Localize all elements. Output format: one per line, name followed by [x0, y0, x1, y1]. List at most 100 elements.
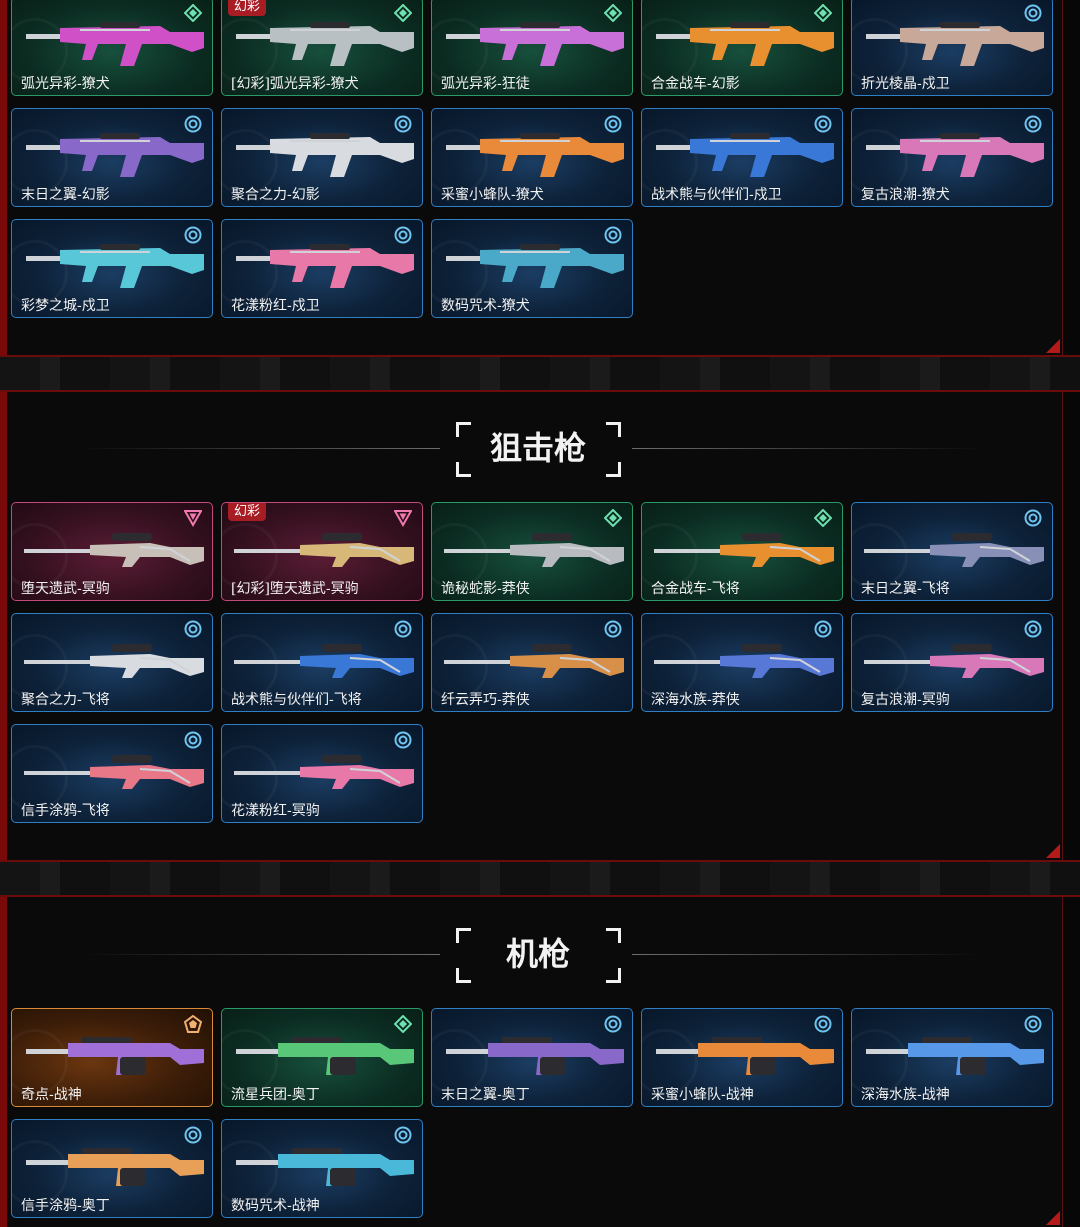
weapon-skin-name: 信手涂鸦-奥丁: [21, 1198, 110, 1214]
circle-tier-icon: [604, 115, 622, 133]
weapon-skin-name: 采蜜小蜂队-獠犬: [441, 187, 544, 203]
weapon-skin-card[interactable]: 合金战车-飞将: [641, 502, 843, 601]
weapon-skin-card[interactable]: 奇点-战神: [11, 1008, 213, 1107]
circle-tier-icon: [394, 115, 412, 133]
weapon-skin-card[interactable]: 深海水族-战神: [851, 1008, 1053, 1107]
title-bracket: [456, 968, 471, 983]
weapon-skin-card[interactable]: 花漾粉红-冥驹: [221, 724, 423, 823]
weapon-skin-icon: [26, 22, 204, 66]
card-watermark: [222, 523, 278, 589]
weapon-skin-card[interactable]: 复古浪潮-獠犬: [851, 108, 1053, 207]
circle-tier-icon: [184, 226, 202, 244]
title-bracket: [606, 422, 621, 437]
title-rule: [80, 448, 440, 449]
title-bracket: [606, 928, 621, 943]
weapon-skin-name: [幻彩]弧光异彩-獠犬: [231, 76, 359, 92]
section-title-text: 狙击枪: [489, 429, 586, 467]
weapon-skin-card[interactable]: 流星兵团-奥丁: [221, 1008, 423, 1107]
weapon-skin-card[interactable]: 采蜜小蜂队-獠犬: [431, 108, 633, 207]
title-bracket: [456, 462, 471, 477]
weapon-skin-icon: [234, 755, 414, 789]
triangle-tier-icon: [184, 510, 202, 527]
weapon-skin-icon: [26, 244, 204, 288]
weapon-skin-card[interactable]: 战术熊与伙伴们-飞将: [221, 613, 423, 712]
weapon-skin-card[interactable]: 信手涂鸦-奥丁: [11, 1119, 213, 1218]
card-watermark: [852, 129, 908, 195]
weapon-skin-name: 彩梦之城-戍卫: [21, 298, 110, 314]
card-watermark: [852, 18, 908, 84]
circle-tier-icon: [394, 226, 412, 244]
weapon-skin-icon: [236, 244, 414, 288]
weapon-skin-card[interactable]: 堕天遗武-冥驹: [11, 502, 213, 601]
weapon-skin-card[interactable]: 幻彩[幻彩]堕天遗武-冥驹: [221, 502, 423, 601]
weapon-skin-card[interactable]: 聚合之力-幻影: [221, 108, 423, 207]
diamond-tier-icon: [814, 4, 832, 22]
section-divider: [0, 355, 1080, 392]
weapon-skin-card[interactable]: 末日之翼-飞将: [851, 502, 1053, 601]
title-bracket: [606, 462, 621, 477]
weapon-skin-name: 数码咒术-獠犬: [441, 298, 530, 314]
circle-tier-icon: [184, 620, 202, 638]
card-watermark: [12, 634, 68, 700]
circle-tier-icon: [1024, 115, 1042, 133]
circle-tier-icon: [394, 620, 412, 638]
weapon-skin-icon: [656, 133, 834, 177]
circle-tier-icon: [184, 1126, 202, 1144]
weapon-skin-icon: [866, 1037, 1044, 1075]
weapon-skin-card[interactable]: 合金战车-幻影: [641, 0, 843, 96]
panel-corner-decoration: [1046, 339, 1060, 353]
weapon-skin-name: [幻彩]堕天遗武-冥驹: [231, 581, 359, 597]
weapon-skin-name: 聚合之力-幻影: [231, 187, 320, 203]
weapon-skin-name: 弧光异彩-獠犬: [21, 76, 110, 92]
weapon-skin-card[interactable]: 末日之翼-幻影: [11, 108, 213, 207]
weapon-skin-name: 信手涂鸦-飞将: [21, 803, 110, 819]
weapon-skin-card[interactable]: 信手涂鸦-飞将: [11, 724, 213, 823]
weapon-skin-card[interactable]: 末日之翼-奥丁: [431, 1008, 633, 1107]
weapon-skin-icon: [866, 133, 1044, 177]
weapon-skin-card[interactable]: 战术熊与伙伴们-戍卫: [641, 108, 843, 207]
circle-tier-icon: [184, 115, 202, 133]
weapon-skin-card[interactable]: 采蜜小蜂队-战神: [641, 1008, 843, 1107]
card-watermark: [12, 18, 68, 84]
weapon-skin-icon: [864, 644, 1044, 678]
card-watermark: [432, 523, 488, 589]
panel-corner-decoration: [1046, 1211, 1060, 1225]
weapon-skin-card[interactable]: 彩梦之城-戍卫: [11, 219, 213, 318]
title-bracket: [606, 968, 621, 983]
weapon-skin-name: 花漾粉红-冥驹: [231, 803, 320, 819]
weapon-skin-card[interactable]: 深海水族-莽侠: [641, 613, 843, 712]
weapon-skin-icon: [866, 22, 1044, 66]
weapon-skin-name: 合金战车-飞将: [651, 581, 740, 597]
card-watermark: [222, 1029, 278, 1095]
weapon-skin-name: 合金战车-幻影: [651, 76, 740, 92]
weapon-skin-card[interactable]: 折光棱晶-戍卫: [851, 0, 1053, 96]
circle-tier-icon: [394, 1126, 412, 1144]
card-watermark: [222, 240, 278, 306]
weapon-skin-card[interactable]: 数码咒术-獠犬: [431, 219, 633, 318]
triangle-tier-icon: [394, 510, 412, 527]
weapon-skin-icon: [656, 22, 834, 66]
circle-tier-icon: [604, 620, 622, 638]
weapon-skin-name: 数码咒术-战神: [231, 1198, 320, 1214]
weapon-skin-card[interactable]: 幻彩[幻彩]弧光异彩-獠犬: [221, 0, 423, 96]
card-watermark: [642, 18, 698, 84]
weapon-skin-card[interactable]: 复古浪潮-冥驹: [851, 613, 1053, 712]
weapon-skin-card[interactable]: 花漾粉红-戍卫: [221, 219, 423, 318]
card-watermark: [432, 240, 488, 306]
weapon-skin-card[interactable]: 数码咒术-战神: [221, 1119, 423, 1218]
weapon-skin-card[interactable]: 纤云弄巧-莽侠: [431, 613, 633, 712]
weapon-skin-card[interactable]: 聚合之力-飞将: [11, 613, 213, 712]
diamond-tier-icon: [394, 1015, 412, 1033]
card-watermark: [222, 18, 278, 84]
weapon-skin-card[interactable]: 弧光异彩-獠犬: [11, 0, 213, 96]
weapon-skin-name: 深海水族-战神: [861, 1087, 950, 1103]
card-watermark: [432, 1029, 488, 1095]
weapon-skin-card[interactable]: 弧光异彩-狂徒: [431, 0, 633, 96]
weapon-skin-name: 聚合之力-飞将: [21, 692, 110, 708]
weapon-skin-name: 弧光异彩-狂徒: [441, 76, 530, 92]
title-rule: [632, 954, 982, 955]
weapon-skin-card[interactable]: 诡秘蛇影-莽侠: [431, 502, 633, 601]
weapon-skin-name: 战术熊与伙伴们-戍卫: [651, 187, 782, 203]
weapon-skin-icon: [236, 133, 414, 177]
weapon-skin-name: 纤云弄巧-莽侠: [441, 692, 530, 708]
